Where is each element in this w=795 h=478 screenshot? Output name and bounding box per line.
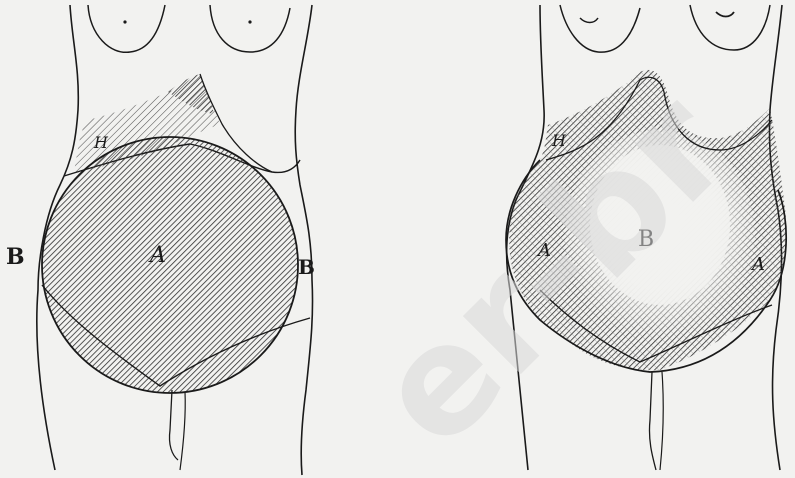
left-breast-left: [88, 5, 165, 52]
right-nipple-icon: [716, 12, 734, 17]
right-leg-line: [649, 372, 656, 470]
left-torso-outline-right: [295, 5, 312, 475]
left-leg-line-2: [180, 392, 185, 470]
left-figure: H A B B: [6, 5, 315, 475]
left-nipple-icon: [123, 20, 126, 23]
left-label-a: A: [148, 243, 166, 268]
left-breast-right: [210, 5, 290, 52]
left-nipple-icon: [248, 20, 251, 23]
right-breast-left: [560, 5, 640, 52]
left-label-b-right: B: [298, 255, 315, 279]
right-leg-line-2: [660, 372, 663, 470]
left-leg-line: [169, 390, 178, 460]
right-label-a-right: A: [750, 254, 765, 275]
left-label-b-left: B: [6, 244, 25, 270]
left-mass-a: [42, 137, 298, 393]
left-label-h: H: [93, 133, 109, 152]
right-breast-right: [690, 5, 770, 50]
right-nipple-icon: [580, 18, 598, 23]
